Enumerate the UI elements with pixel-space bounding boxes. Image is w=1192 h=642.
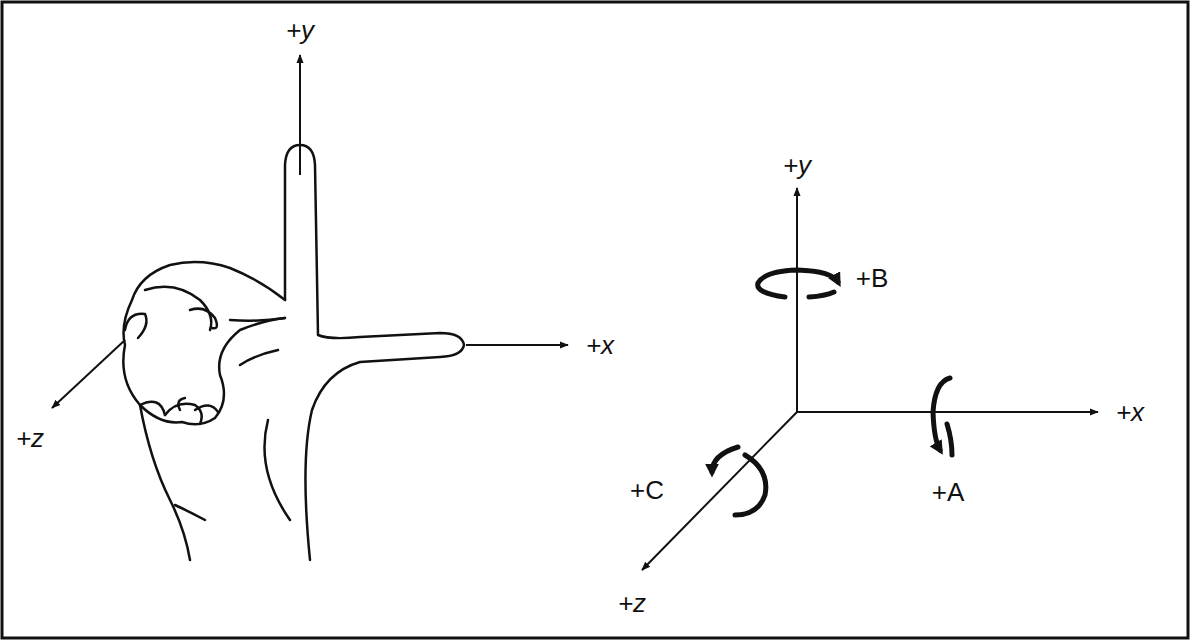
axis-label: +x <box>586 332 614 358</box>
axis-label: +z <box>618 590 646 616</box>
rotation-label: +B <box>856 265 889 291</box>
axis-label: +z <box>16 425 44 451</box>
axis-label: +y <box>783 152 811 178</box>
axis-label: +y <box>286 17 314 43</box>
rotation-label: +A <box>932 479 965 505</box>
axis-label: +x <box>1116 399 1144 425</box>
hand-drawing <box>123 145 464 560</box>
hand-axes <box>52 55 568 408</box>
rotation-arrows <box>712 270 952 515</box>
rotation-label: +C <box>630 477 664 503</box>
coordinate-axes <box>642 188 1098 570</box>
